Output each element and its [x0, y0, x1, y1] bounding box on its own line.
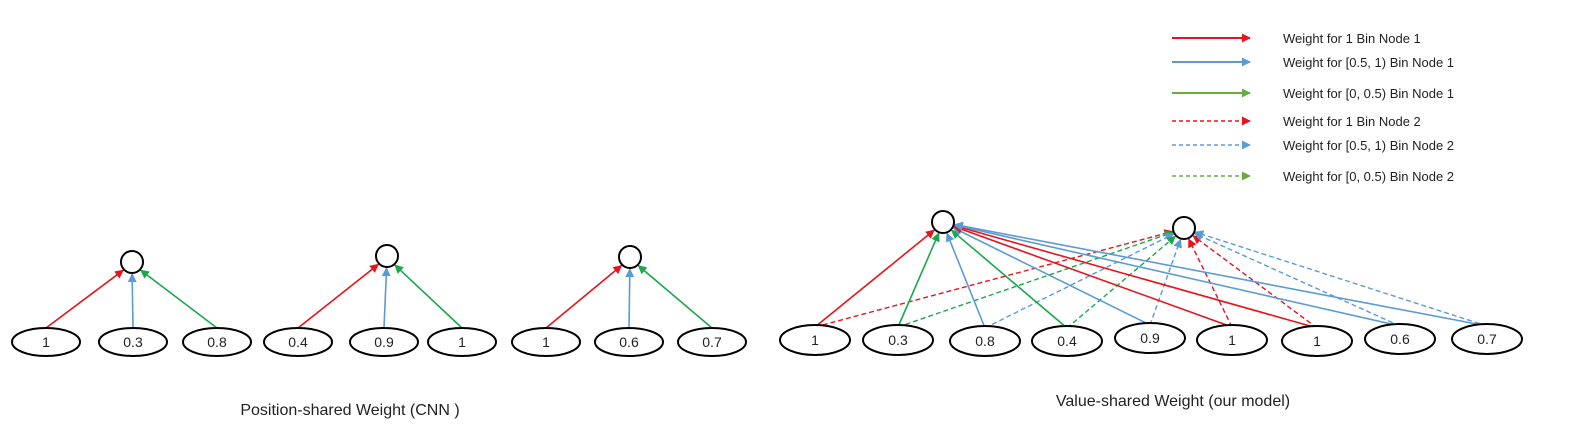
value-shared-input-node-2: 0.3 — [862, 324, 934, 356]
cnn-edge-1-2 — [127, 273, 137, 329]
value-shared-edge-node2-8 — [1193, 232, 1401, 327]
value-shared-input-node-8: 0.6 — [1364, 323, 1436, 355]
value-shared-edge-node1-7 — [953, 223, 1318, 329]
input-node-label: 1 — [1313, 333, 1321, 349]
input-node-label: 0.6 — [619, 334, 639, 350]
value-shared-edge-node2-2 — [897, 230, 1174, 328]
value-shared-input-node-4: 0.4 — [1031, 325, 1103, 357]
value-shared-edge-node1-5 — [952, 227, 1151, 326]
input-node-label: 1 — [458, 334, 466, 350]
input-node-label: 0.4 — [288, 334, 308, 350]
cnn-input-node-3-2: 0.6 — [594, 327, 664, 357]
input-node-ellipse — [349, 327, 419, 357]
input-node-label: 1 — [1228, 332, 1236, 348]
cnn-caption: Position-shared Weight (CNN ) — [240, 402, 459, 419]
input-node-ellipse — [677, 327, 747, 357]
input-node-ellipse — [11, 327, 81, 357]
value-shared-edge-node1-1 — [814, 229, 935, 328]
value-shared-input-node-5: 0.9 — [1114, 322, 1186, 354]
input-node-label: 0.9 — [1140, 330, 1160, 346]
value-shared-edge-node1-2 — [897, 232, 940, 328]
cnn-input-node-2-2: 0.9 — [349, 327, 419, 357]
input-node-label: 1 — [542, 334, 550, 350]
cnn-edge-2-2 — [381, 267, 391, 329]
legend-label-6: Weight for [0, 0.5) Bin Node 2 — [1283, 169, 1454, 184]
cnn-input-node-1-1: 1 — [11, 327, 81, 357]
input-node-ellipse — [263, 327, 333, 357]
input-node-label: 0.3 — [123, 334, 143, 350]
value-shared-output-node-2 — [1172, 216, 1196, 240]
value-shared-input-node-7: 1 — [1281, 325, 1353, 357]
input-node-label: 0.9 — [374, 334, 394, 350]
input-node-ellipse — [1031, 325, 1103, 357]
cnn-output-node-2 — [375, 244, 399, 268]
input-node-ellipse — [862, 324, 934, 356]
cnn-edge-1-1 — [45, 269, 124, 329]
cnn-edge-3-2 — [625, 268, 635, 329]
input-node-ellipse — [1364, 323, 1436, 355]
cnn-input-node-3-3: 0.7 — [677, 327, 747, 357]
value-shared-input-node-6: 1 — [1196, 324, 1268, 356]
value-shared-edge-node2-3 — [984, 233, 1175, 329]
cnn-input-node-2-3: 1 — [427, 327, 497, 357]
cnn-input-node-2-1: 0.4 — [263, 327, 333, 357]
input-node-ellipse — [1451, 323, 1523, 355]
input-node-label: 0.3 — [888, 332, 908, 348]
input-node-label: 0.6 — [1390, 331, 1410, 347]
input-node-ellipse — [427, 327, 497, 357]
value-shared-edge-node1-8 — [953, 222, 1401, 327]
legend-label-2: Weight for [0.5, 1) Bin Node 1 — [1283, 55, 1454, 70]
cnn-edge-2-1 — [297, 263, 380, 329]
value-shared-edge-node1-6 — [953, 225, 1233, 328]
input-node-ellipse — [182, 327, 252, 357]
legend-label-3: Weight for [0, 0.5) Bin Node 1 — [1283, 86, 1454, 101]
value-shared-edge-node1-3 — [945, 232, 986, 329]
input-node-ellipse — [779, 324, 851, 356]
input-node-ellipse — [594, 327, 664, 357]
legend-label-4: Weight for 1 Bin Node 2 — [1283, 114, 1421, 129]
legend-label-5: Weight for [0.5, 1) Bin Node 2 — [1283, 138, 1454, 153]
input-node-ellipse — [511, 327, 581, 357]
value-shared-output-node-1 — [931, 210, 955, 234]
value-shared-edge-node2-9 — [1194, 230, 1488, 327]
input-node-label: 0.4 — [1057, 333, 1077, 349]
value-shared-input-node-3: 0.8 — [949, 325, 1021, 357]
value-shared-edge-node2-5 — [1149, 238, 1182, 326]
cnn-edge-2-3 — [394, 264, 463, 329]
input-node-ellipse — [1281, 325, 1353, 357]
input-node-ellipse — [98, 327, 168, 357]
value-shared-edge-node2-7 — [1192, 235, 1318, 329]
cnn-output-node-3 — [618, 245, 642, 269]
cnn-input-node-1-2: 0.3 — [98, 327, 168, 357]
input-node-ellipse — [1114, 322, 1186, 354]
input-node-ellipse — [949, 325, 1021, 357]
cnn-input-node-3-1: 1 — [511, 327, 581, 357]
value-shared-input-node-1: 1 — [779, 324, 851, 356]
input-node-label: 1 — [42, 334, 50, 350]
value-shared-caption: Value-shared Weight (our model) — [1056, 393, 1290, 410]
cnn-edge-3-3 — [637, 265, 713, 329]
value-shared-edge-node1-9 — [953, 221, 1488, 327]
cnn-output-node-1 — [120, 250, 144, 274]
input-node-ellipse — [1196, 324, 1268, 356]
legend-label-1: Weight for 1 Bin Node 1 — [1283, 31, 1421, 46]
legend: Weight for 1 Bin Node 1 Weight for [0.5, … — [1172, 31, 1454, 184]
input-node-label: 0.7 — [1477, 331, 1497, 347]
cnn-edge-3-1 — [545, 264, 623, 329]
input-node-label: 1 — [811, 332, 819, 348]
input-node-label: 0.8 — [975, 333, 995, 349]
value-shared-edge-node2-1 — [814, 229, 1174, 328]
cnn-input-node-1-3: 0.8 — [182, 327, 252, 357]
cnn-edge-1-3 — [140, 269, 218, 329]
input-node-label: 0.8 — [207, 334, 227, 350]
value-shared-edge-node1-4 — [950, 229, 1068, 329]
value-shared-input-node-9: 0.7 — [1451, 323, 1523, 355]
input-node-label: 0.7 — [702, 334, 722, 350]
